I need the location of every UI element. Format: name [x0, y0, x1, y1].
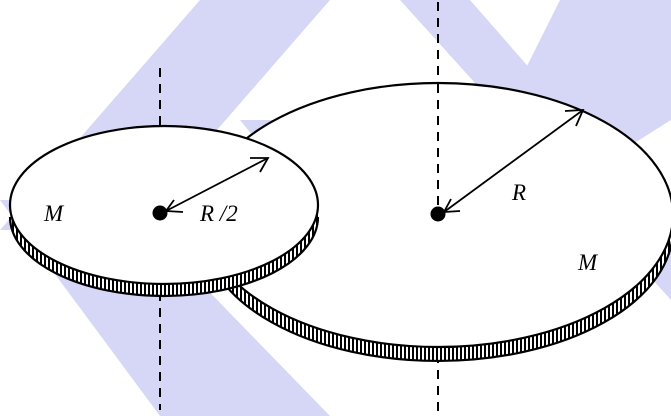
- small-disk-mass-label: M: [43, 201, 65, 226]
- small-disk-radius-label: R /2: [199, 201, 238, 226]
- small-disk-center-dot: [152, 205, 168, 221]
- large-radius-arrow: [442, 109, 585, 213]
- large-disk-radius-label: R: [511, 180, 526, 205]
- small-disk: [8, 124, 320, 298]
- large-disk-center-dot: [430, 206, 446, 222]
- small-disk-face: [8, 124, 320, 286]
- small-radius-arrow: [164, 157, 270, 213]
- large-disk-mass-label: M: [577, 250, 599, 275]
